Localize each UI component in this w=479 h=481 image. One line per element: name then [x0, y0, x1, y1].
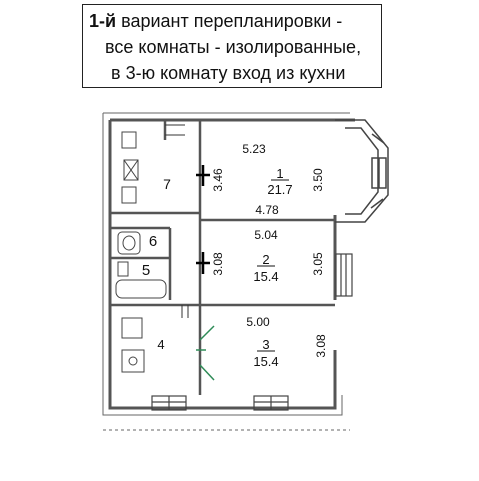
dim-room2-left: 3.08	[211, 252, 225, 276]
caption-line-1: 1-й вариант перепланировки -	[89, 11, 342, 32]
room2-number: 2	[262, 252, 269, 267]
room3-area: 15.4	[253, 354, 278, 369]
outer-walls-thin	[102, 112, 350, 431]
dim-room2-top: 5.04	[254, 228, 278, 242]
room7-number: 7	[163, 176, 171, 192]
interior-walls	[110, 120, 335, 395]
caption-box: 1-й вариант перепланировки - все комнаты…	[82, 4, 382, 88]
bay-window	[335, 119, 389, 223]
toilet	[117, 261, 129, 277]
kitchen-door-green	[196, 325, 215, 381]
kitchen-stove	[121, 317, 143, 339]
dim-room1-right: 3.50	[311, 168, 325, 192]
room1-area: 21.7	[267, 182, 292, 197]
wall-left-bottom	[108, 120, 337, 410]
new-door-markers	[196, 165, 210, 274]
bottom-windows	[151, 395, 289, 411]
dim-room3-top: 5.00	[246, 315, 270, 329]
room3-number: 3	[262, 337, 269, 352]
room2-area: 15.4	[253, 269, 278, 284]
fixture-cabinet-2	[121, 186, 137, 204]
fixture-cabinet-1	[121, 131, 137, 149]
dim-room1-top: 5.23	[242, 142, 266, 156]
dim-room1-left: 3.46	[211, 168, 225, 192]
kitchen-sink	[121, 349, 145, 373]
room1-number: 1	[276, 166, 283, 181]
room6-number: 6	[149, 233, 157, 250]
window-room2	[335, 253, 353, 297]
caption-line-1-rest: вариант перепланировки -	[116, 11, 343, 31]
fixture-valve	[123, 159, 139, 181]
outer-walls	[108, 118, 355, 410]
door-marks	[165, 124, 189, 318]
wall-outer-line	[102, 113, 343, 416]
bathtub	[115, 279, 167, 299]
fixtures	[115, 131, 167, 373]
room4-number: 4	[157, 337, 164, 352]
dim-room1-bottom: 4.78	[255, 203, 279, 217]
caption-line-1-bold: 1-й	[89, 11, 117, 31]
bath-sink	[117, 231, 141, 255]
caption-line-2: все комнаты - изолированные,	[105, 37, 362, 57]
room5-number: 5	[142, 262, 150, 279]
caption-line-3: в 3-ю комнату вход из кухни	[111, 63, 346, 83]
dim-room3-right: 3.08	[314, 334, 328, 358]
dim-room2-right: 3.05	[311, 252, 325, 276]
